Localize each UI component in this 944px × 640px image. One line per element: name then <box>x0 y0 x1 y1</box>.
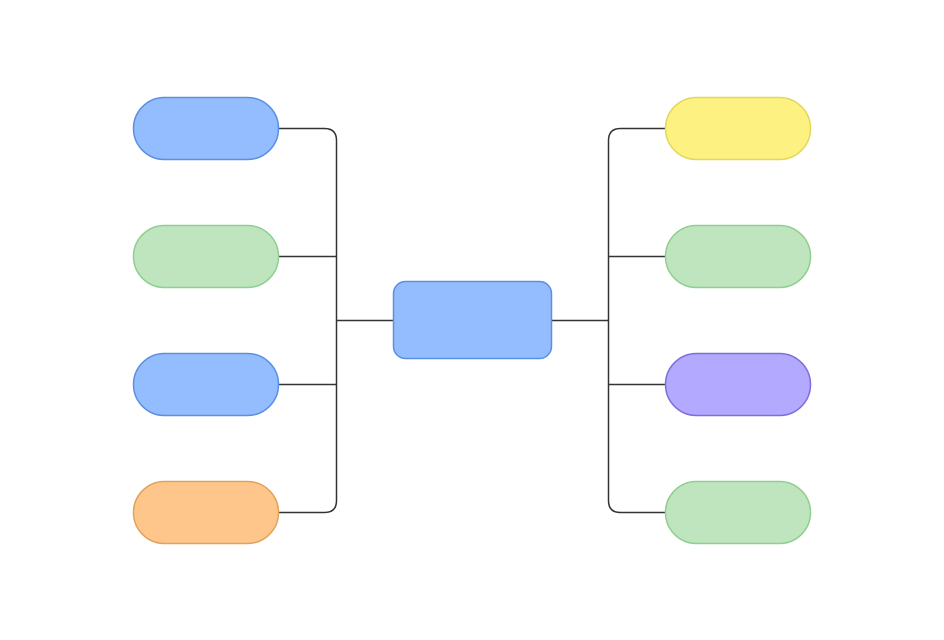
left-node-2-shape <box>132 224 280 289</box>
center-node-shape <box>392 280 553 360</box>
right-node-3[interactable] <box>664 352 812 417</box>
right-node-4[interactable] <box>664 480 812 545</box>
left-node-1-shape <box>132 96 280 161</box>
right-node-2[interactable] <box>664 224 812 289</box>
right-node-1[interactable] <box>664 96 812 161</box>
right-node-2-shape <box>664 224 812 289</box>
left-node-2[interactable] <box>132 224 280 289</box>
connector-right-bus <box>607 127 666 514</box>
diagram-nodes <box>132 96 812 545</box>
right-node-3-shape <box>664 352 812 417</box>
connector-lines <box>279 127 666 514</box>
left-node-1[interactable] <box>132 96 280 161</box>
connector-left-bus <box>279 127 338 514</box>
right-node-4-shape <box>664 480 812 545</box>
center-node[interactable] <box>392 280 553 360</box>
right-node-1-shape <box>664 96 812 161</box>
left-node-3-shape <box>132 352 280 417</box>
left-node-3[interactable] <box>132 352 280 417</box>
left-node-4[interactable] <box>132 480 280 545</box>
left-node-4-shape <box>132 480 280 545</box>
